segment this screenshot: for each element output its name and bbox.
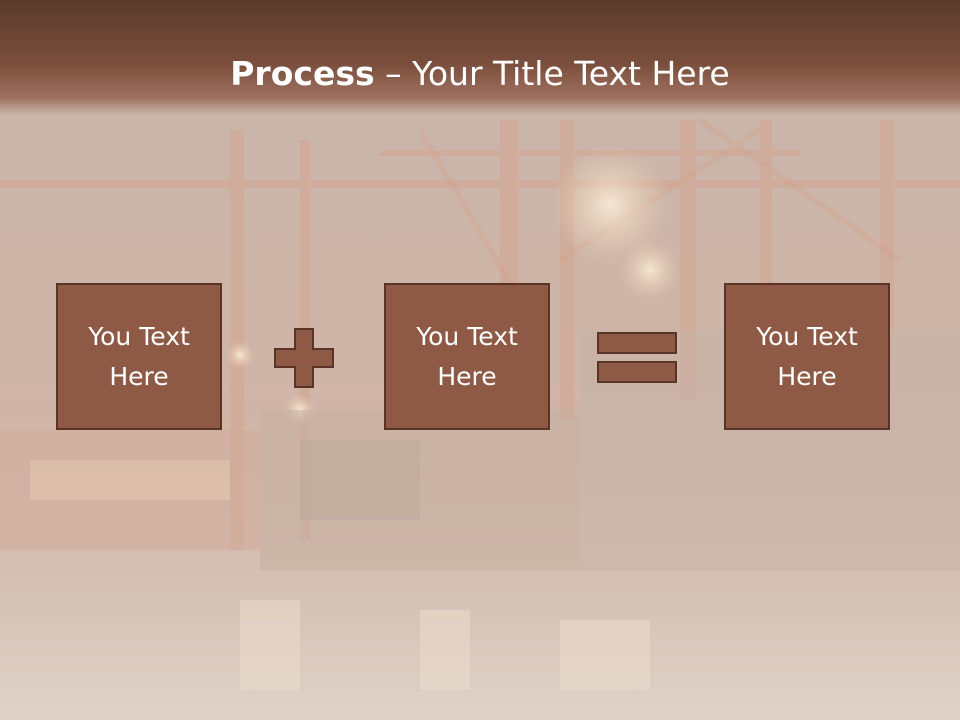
slide-title: Process – Your Title Text Here (0, 52, 960, 96)
title-rest: – Your Title Text Here (374, 54, 730, 93)
plus-icon (274, 328, 334, 388)
process-box-3[interactable]: You Text Here (724, 283, 890, 430)
title-bar (0, 0, 960, 115)
process-box-2-label: You Text Here (416, 321, 518, 391)
process-box-1-label: You Text Here (88, 321, 190, 391)
title-bold: Process (230, 54, 375, 93)
process-box-3-label: You Text Here (756, 321, 858, 391)
process-box-1[interactable]: You Text Here (56, 283, 222, 430)
process-box-2[interactable]: You Text Here (384, 283, 550, 430)
equals-icon (597, 332, 677, 383)
